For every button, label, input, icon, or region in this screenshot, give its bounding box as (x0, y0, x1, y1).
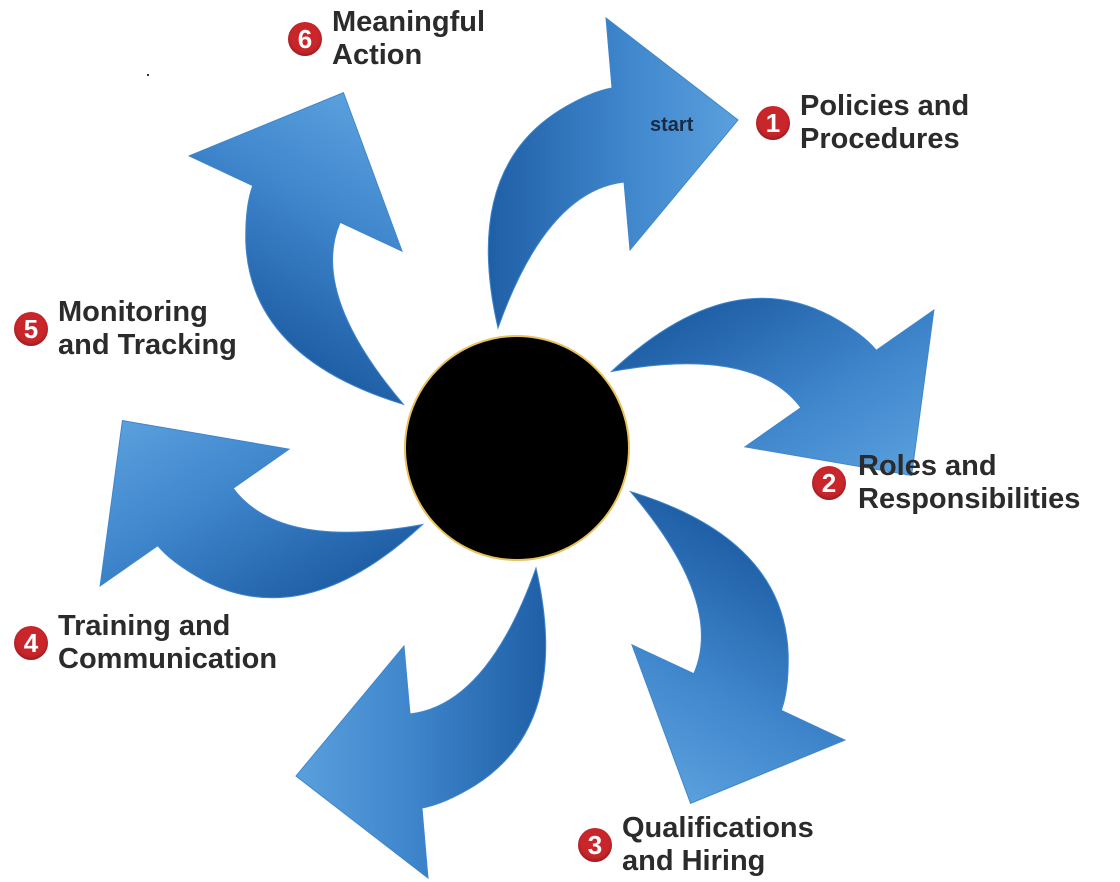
step-3-label: 3 Qualifications and Hiring (578, 812, 814, 878)
step-4-text: Training and Communication (58, 610, 277, 676)
step-5-line1: Monitoring (58, 296, 208, 328)
start-label: start (650, 114, 694, 136)
step-1-label: 1 Policies and Procedures (756, 90, 969, 156)
step-4-badge: 4 (14, 626, 48, 660)
step-1-line2: Procedures (800, 123, 960, 155)
arrow-step-6 (187, 91, 406, 406)
arrow-step-3 (628, 490, 847, 805)
step-2-line1: Roles and (858, 450, 997, 482)
arrow-step-4 (295, 566, 547, 880)
step-3-badge: 3 (578, 828, 612, 862)
step-5-label: 5 Monitoring and Tracking (14, 296, 237, 362)
step-5-text: Monitoring and Tracking (58, 296, 237, 362)
step-3-text: Qualifications and Hiring (622, 812, 814, 878)
step-1-text: Policies and Procedures (800, 90, 969, 156)
arrow-step-2 (609, 297, 935, 476)
arrow-step-1 (487, 16, 739, 330)
arrow-step-5 (99, 420, 425, 599)
step-5-badge: 5 (14, 312, 48, 346)
step-2-badge: 2 (812, 466, 846, 500)
step-4-line1: Training and (58, 610, 231, 642)
step-4-label: 4 Training and Communication (14, 610, 277, 676)
step-4-line2: Communication (58, 643, 278, 675)
step-6-badge: 6 (288, 22, 322, 56)
step-5-line2: and Tracking (58, 329, 237, 361)
stray-dot (147, 74, 149, 76)
step-6-text: Meaningful Action (332, 6, 485, 72)
step-6-line2: Action (332, 39, 423, 71)
step-1-badge: 1 (756, 106, 790, 140)
step-2-line2: Responsibilities (858, 483, 1081, 515)
step-6-label: 6 Meaningful Action (288, 6, 485, 72)
step-3-line1: Qualifications (622, 812, 814, 844)
step-2-label: 2 Roles and Responsibilities (812, 450, 1080, 516)
arrows-group (99, 16, 935, 880)
step-6-line1: Meaningful (332, 6, 486, 38)
step-1-line1: Policies and (800, 90, 970, 122)
step-3-line2: and Hiring (622, 845, 766, 877)
center-circle (404, 335, 630, 561)
step-2-text: Roles and Responsibilities (858, 450, 1080, 516)
